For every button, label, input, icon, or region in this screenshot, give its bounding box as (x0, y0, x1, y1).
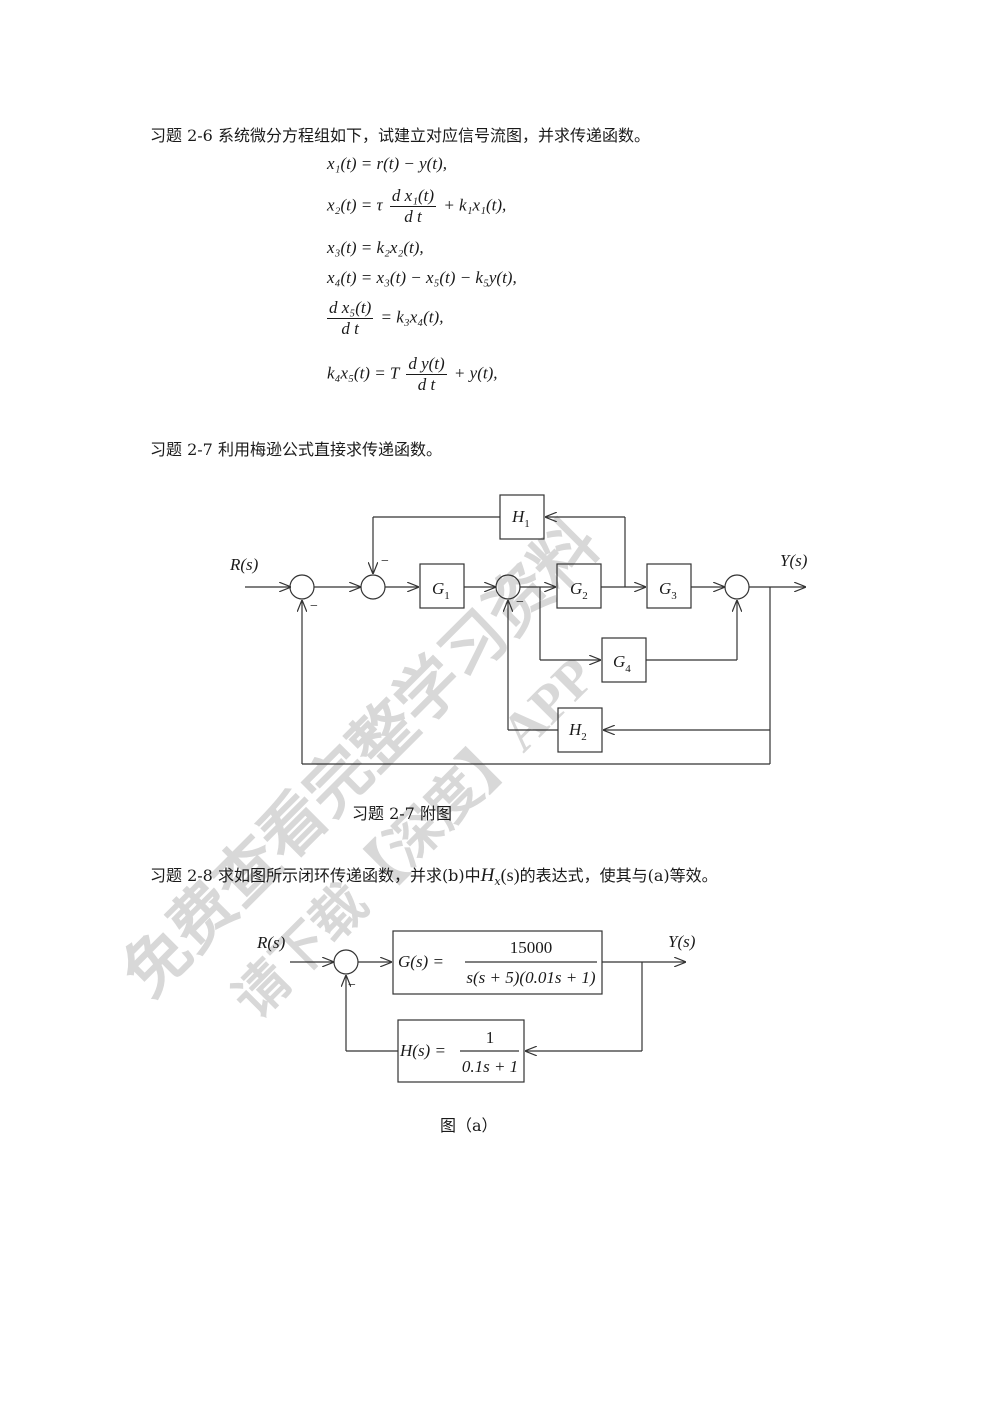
input-label-r: R(s) (229, 555, 259, 574)
block-diagram-2-7: R(s) Y(s) G1 G2 G3 G4 H1 H2 − − − (229, 494, 808, 765)
figure-2-7-caption: 习题 2-7 附图 (352, 804, 452, 823)
minus-sign-a: − (348, 978, 356, 993)
minus-sign-2: − (381, 554, 389, 569)
g-s-numerator: 15000 (510, 938, 553, 957)
h-s-label: H(s) = (399, 1041, 446, 1060)
equation-1: x₁(t) = r(t) − y(t), (327, 154, 447, 173)
problem-2-7-heading: 习题 2-7 利用梅逊公式直接求传递函数。 (150, 440, 442, 459)
g-s-denominator: s(s + 5)(0.01s + 1) (466, 968, 596, 987)
svg-text:G2: G2 (570, 579, 588, 602)
problem-2-8-heading: 习题 2-8 求如图所示闭环传递函数，并求(b)中Hx(s)的表达式，使其与(a… (150, 865, 718, 889)
svg-text:G3: G3 (659, 579, 677, 602)
equation-2: x₂(t) = τ d x₁(t)d t + k₁x₁(t), (327, 186, 507, 226)
svg-text:G4: G4 (613, 652, 631, 675)
svg-text:H1: H1 (511, 507, 530, 530)
svg-text:H2: H2 (568, 720, 587, 743)
svg-text:G1: G1 (432, 579, 450, 602)
problem-2-6-heading: 习题 2-6 系统微分方程组如下，试建立对应信号流图，并求传递函数。 (150, 126, 650, 145)
block-g3 (646, 563, 692, 609)
equation-4: x₄(t) = x₃(t) − x₅(t) − k₅y(t), (327, 268, 517, 287)
figure-a-caption: 图（a） (440, 1116, 498, 1135)
g-s-label: G(s) = (398, 952, 444, 971)
output-label-y-a: Y(s) (668, 932, 696, 951)
block-g2 (556, 563, 602, 609)
block-diagram-2-8a: R(s) Y(s) G(s) = 15000 s(s + 5)(0.01s + … (256, 930, 696, 1083)
h-s-numerator: 1 (486, 1028, 495, 1047)
summing-junction-2 (360, 574, 386, 600)
minus-sign-1: − (310, 599, 318, 614)
summing-junction-4 (724, 574, 750, 600)
equation-5: d x₅(t)d t = k₃x₄(t), (327, 298, 444, 338)
input-label-r-a: R(s) (256, 933, 286, 952)
output-label-y: Y(s) (780, 551, 808, 570)
h-s-denominator: 0.1s + 1 (462, 1057, 518, 1076)
block-g1 (419, 563, 465, 609)
summing-junction-1 (289, 574, 315, 600)
equation-3: x₃(t) = k₂x₂(t), (327, 238, 424, 257)
summing-junction-a (333, 949, 359, 975)
minus-sign-3: − (516, 595, 524, 610)
equation-6: k₄x₅(t) = T d y(t)d t + y(t), (327, 354, 498, 394)
